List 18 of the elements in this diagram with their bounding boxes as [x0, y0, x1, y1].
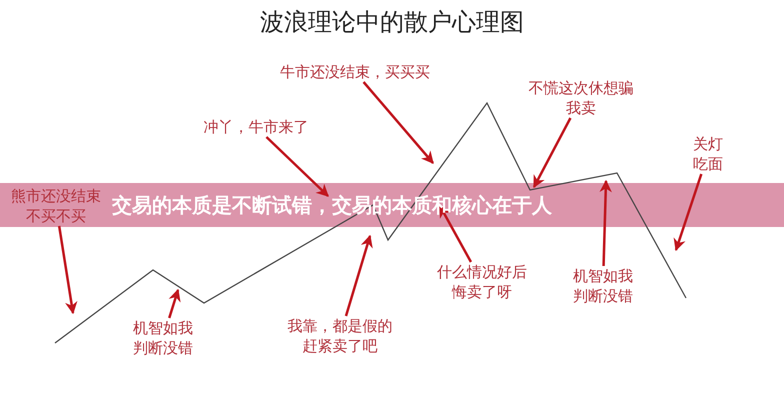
caption-text: 冲丫，牛市来了	[186, 117, 326, 137]
caption-text: 不慌这次休想骗我卖	[525, 78, 637, 118]
caption-text: 熊市还没结束不买不买	[6, 186, 106, 226]
title: 波浪理论中的散户心理图	[259, 7, 525, 38]
caption-text: 机智如我判断没错	[128, 318, 198, 358]
caption-text: 我靠，都是假的赶紧卖了吧	[284, 316, 396, 356]
banner-text: 交易的本质是不断试错，交易的本质和核心在于人	[112, 192, 552, 219]
arrow	[599, 180, 612, 266]
arrow	[532, 117, 572, 188]
caption-text: 机智如我判断没错	[568, 266, 638, 306]
caption-text: 关灯吃面	[690, 134, 726, 174]
caption-text: 牛市还没结束，买买买	[255, 62, 455, 82]
arrow	[168, 288, 181, 318]
caption-text: 什么情况好后悔卖了呀	[434, 262, 530, 302]
arrow	[362, 81, 434, 164]
arrow	[266, 136, 329, 197]
arrow	[344, 234, 373, 316]
arrow	[438, 204, 472, 263]
